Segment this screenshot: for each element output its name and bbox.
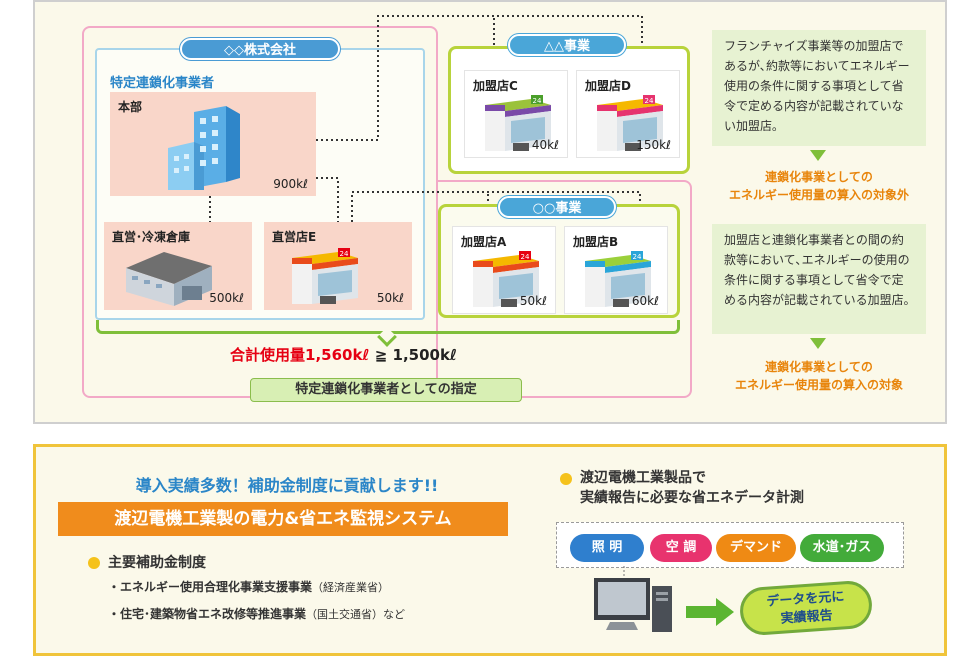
subsidy-name: ・エネルギー使用合理化事業支援事業 bbox=[108, 580, 313, 594]
bullet-dot-icon bbox=[88, 557, 100, 569]
store-d-amount: 150kℓ bbox=[636, 138, 671, 152]
total-usage-threshold: ≧ 1,500kℓ bbox=[369, 346, 458, 364]
store-e-amount: 50kℓ bbox=[376, 291, 404, 305]
measurement-heading-line2: 実績報告に必要な省エネデータ計測 bbox=[580, 490, 804, 506]
chip-demand: デマンド bbox=[716, 534, 796, 562]
computer-icon bbox=[594, 566, 672, 632]
warehouse-amount: 500kℓ bbox=[209, 291, 244, 305]
store-b-amount: 60kℓ bbox=[631, 294, 659, 308]
store-sign-text: 24 bbox=[340, 250, 349, 258]
circle-business-label: ○○事業 bbox=[498, 196, 616, 218]
store-c-title: 加盟店C bbox=[473, 79, 518, 93]
result-included-line1: 連鎖化事業としての bbox=[765, 360, 873, 374]
subsidy-item: ・エネルギー使用合理化事業支援事業（経済産業省） bbox=[108, 578, 389, 595]
note-included-franchise: 加盟店と連鎖化事業者との間の約款等において､エネルギーの使用の条件に関する事項と… bbox=[712, 224, 926, 334]
subsidy-item: ・住宅･建築物省エネ改修等推進事業（国土交通省）など bbox=[108, 605, 405, 622]
store-sign-text: 24 bbox=[521, 253, 530, 261]
store-e-title: 直営店E bbox=[272, 230, 317, 244]
company-label: ◇◇株式会社 bbox=[180, 38, 340, 60]
promo-headline: 導入実績多数！補助金制度に貢献します!! bbox=[135, 476, 439, 495]
store-e-box: 直営店E 24 50kℓ bbox=[264, 222, 412, 310]
store-b-title: 加盟店B bbox=[573, 235, 619, 249]
connector-hq-to-store-d bbox=[316, 15, 643, 141]
store-sign-text: 24 bbox=[533, 97, 542, 105]
headquarters-amount: 900kℓ bbox=[273, 177, 308, 191]
convenience-store-icon: 24 bbox=[292, 248, 358, 304]
chip-lighting: 照 明 bbox=[570, 534, 644, 562]
chip-water-gas: 水道･ガス bbox=[800, 534, 884, 562]
result-excluded-line2: エネルギー使用量の算入の対象外 bbox=[728, 188, 909, 202]
warehouse-title: 直営･冷凍倉庫 bbox=[112, 230, 191, 244]
convenience-store-icon: 24 bbox=[473, 251, 539, 307]
result-excluded: 連鎖化事業としての エネルギー使用量の算入の対象外 bbox=[706, 168, 932, 204]
store-c-amount: 40kℓ bbox=[531, 138, 559, 152]
headquarters-box: 本部 900kℓ bbox=[110, 92, 316, 196]
subsidy-ministry: （経済産業省） bbox=[312, 581, 390, 594]
bullet-dot-icon bbox=[560, 473, 572, 485]
store-sign-text: 24 bbox=[633, 253, 642, 261]
tri-business-label: △△事業 bbox=[508, 34, 626, 56]
office-building-icon bbox=[168, 106, 240, 190]
designation-label: 特定連鎖化事業者としての指定 bbox=[250, 378, 522, 402]
headquarters-title: 本部 bbox=[118, 100, 143, 114]
measurement-heading: 渡辺電機工業製品で 実績報告に必要な省エネデータ計測 bbox=[580, 468, 804, 508]
chain-operator-label: 特定連鎖化事業者 bbox=[110, 76, 215, 91]
result-included: 連鎖化事業としての エネルギー使用量の算入の対象 bbox=[706, 358, 932, 394]
convenience-store-icon: 24 bbox=[485, 95, 551, 151]
note-excluded-franchise: フランチャイズ事業等の加盟店であるが､約款等においてエネルギー使用の条件に関する… bbox=[712, 30, 926, 146]
total-usage: 合計使用量1,560kℓ ≧ 1,500kℓ bbox=[230, 344, 550, 365]
store-b-box: 加盟店B 24 60kℓ bbox=[564, 226, 668, 314]
arrow-down-icon bbox=[810, 338, 826, 349]
warehouse-icon bbox=[126, 252, 212, 306]
store-c-box: 加盟店C 24 40kℓ bbox=[464, 70, 568, 158]
store-a-box: 加盟店A 24 50kℓ bbox=[452, 226, 556, 314]
subsidy-ministry: （国土交通省） bbox=[306, 608, 384, 621]
report-badge: データを元に 実績報告 bbox=[738, 579, 874, 637]
arrow-right-icon bbox=[686, 598, 734, 626]
store-d-title: 加盟店D bbox=[585, 79, 631, 93]
store-a-amount: 50kℓ bbox=[519, 294, 547, 308]
total-usage-amount: 合計使用量1,560kℓ bbox=[230, 346, 370, 364]
subsidy-heading: 主要補助金制度 bbox=[108, 555, 206, 571]
warehouse-box: 直営･冷凍倉庫 500kℓ bbox=[104, 222, 252, 310]
store-a-title: 加盟店A bbox=[461, 235, 507, 249]
connector-hq-to-store-e bbox=[316, 177, 339, 222]
promo-banner: 渡辺電機工業製の電力&省エネ監視システム bbox=[58, 502, 508, 536]
arrow-down-icon bbox=[810, 150, 826, 161]
company-frame-extension bbox=[436, 180, 692, 398]
store-sign-text: 24 bbox=[645, 97, 654, 105]
result-excluded-line1: 連鎖化事業としての bbox=[765, 170, 873, 184]
subsidy-suffix: など bbox=[383, 608, 406, 621]
result-included-line2: エネルギー使用量の算入の対象 bbox=[734, 378, 903, 392]
subsidy-name: ・住宅･建築物省エネ改修等推進事業 bbox=[108, 607, 307, 621]
chip-air-conditioning: 空 調 bbox=[650, 534, 712, 562]
store-d-box: 加盟店D 24 150kℓ bbox=[576, 70, 680, 158]
convenience-store-icon: 24 bbox=[597, 95, 663, 151]
measurement-heading-line1: 渡辺電機工業製品で bbox=[580, 470, 706, 486]
convenience-store-icon: 24 bbox=[585, 251, 651, 307]
